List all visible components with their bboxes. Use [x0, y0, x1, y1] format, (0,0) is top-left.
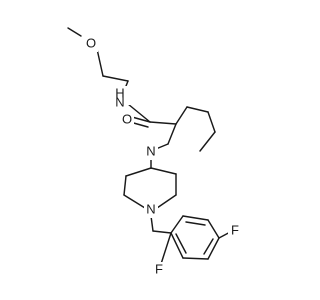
fluorine-lower-label: F	[155, 261, 163, 276]
bond-benzene-inner-3	[175, 233, 187, 254]
bond-carbonyl-ring	[149, 121, 177, 125]
ether-oxygen-background	[84, 36, 98, 52]
bond-upper-ring-2	[186, 106, 209, 113]
bond-upper-ring-3	[207, 111, 216, 133]
piperidine-nitrogen-upper-label: N	[146, 143, 155, 158]
bond-amide-nitrogen-carbonyl-carbon	[127, 103, 151, 123]
fluorine-upper-background	[228, 223, 242, 239]
piperidine-nitrogen-lower-label: N	[146, 201, 155, 216]
carbonyl-oxygen-label: O	[122, 111, 132, 126]
bond-upper-ring-5	[167, 123, 177, 145]
bond-benzene-2	[182, 215, 209, 221]
bond-benzene-5	[182, 257, 209, 260]
bond-benzyl-linker-1	[150, 215, 154, 232]
amide-nh-background	[114, 86, 133, 105]
bond-benzene-inner-1	[185, 221, 206, 226]
molecule-structure-diagram: O H N O N N F F	[67, 27, 242, 278]
bond-carbonyl-double-a	[131, 116, 151, 123]
bond-benzyl-linker-2	[152, 230, 172, 234]
bond-methyl-oxygen	[67, 27, 82, 37]
bond-fluorine-lower	[160, 232, 172, 265]
amide-nitrogen-label: N	[115, 94, 124, 109]
bond-lower-ring-4	[150, 167, 177, 175]
bond-upper-ring-4	[199, 131, 216, 152]
bond-lower-ring-2	[123, 175, 127, 196]
bond-upper-ring-1	[175, 106, 188, 125]
piperidine-nitrogen-upper-background	[144, 144, 158, 160]
bond-benzene-4	[207, 237, 220, 260]
piperidine-nitrogen-lower-background	[144, 202, 158, 218]
carbonyl-oxygen-background	[120, 112, 134, 128]
bond-oxygen-ethyl	[96, 48, 104, 77]
bond-benzene-6	[170, 232, 184, 259]
molecule-svg: O H N O N N F F	[67, 27, 242, 278]
bond-lower-ring-3	[123, 194, 146, 209]
fluorine-lower-background	[152, 262, 166, 278]
fluorine-upper-label: F	[231, 222, 239, 237]
bond-benzene-inner-2	[203, 238, 214, 255]
bond-benzene-3	[207, 219, 220, 239]
bond-ethyl-carbons	[102, 75, 129, 82]
bond-lower-ring-1	[125, 167, 152, 177]
ether-oxygen-label: O	[86, 35, 96, 50]
bond-benzene-1	[170, 215, 184, 234]
bond-lower-ring-6	[156, 194, 177, 209]
amide-hydrogen-label: H	[115, 85, 124, 100]
